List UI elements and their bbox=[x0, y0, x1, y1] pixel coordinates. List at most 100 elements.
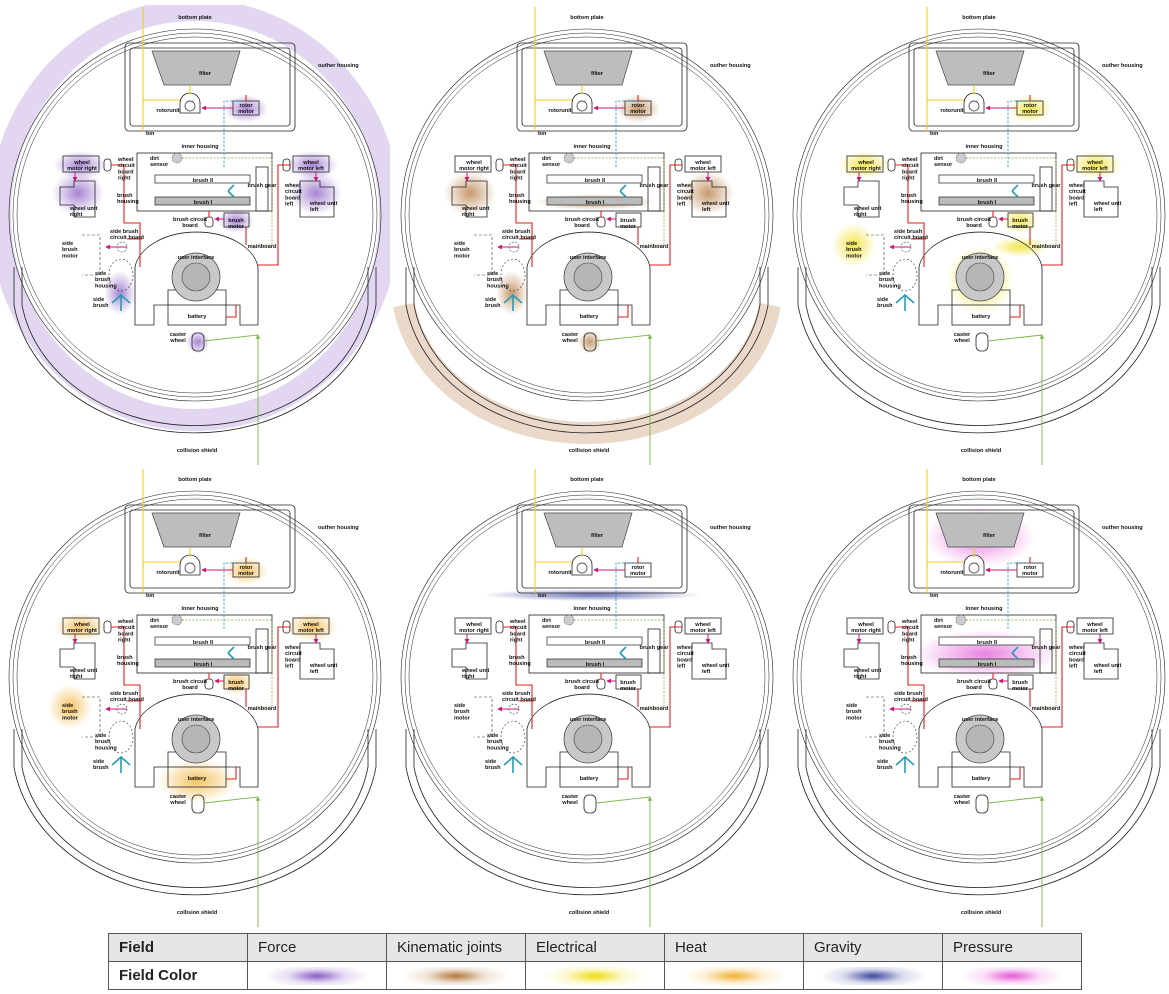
highlight-bin bbox=[482, 589, 702, 601]
side-brush-icon bbox=[503, 755, 523, 773]
label-collision-shield: collision shield bbox=[961, 910, 1002, 916]
label-mainboard: mainboard bbox=[248, 244, 277, 250]
label-rotorunit: rotorunit bbox=[156, 108, 179, 114]
color-swatch-pressure bbox=[953, 966, 1071, 985]
bin-box-inner bbox=[913, 509, 1075, 589]
label-inner-housing: inner housing bbox=[182, 144, 220, 150]
label-user-interface: user interface bbox=[570, 255, 607, 261]
filter-shape bbox=[151, 50, 241, 86]
battery-box bbox=[951, 766, 1011, 788]
label-mainboard: mainboard bbox=[248, 706, 277, 712]
label-collision-shield: collision shield bbox=[177, 448, 218, 454]
label-collision-shield: collision shield bbox=[961, 448, 1002, 454]
wheel-motor-left-box bbox=[684, 617, 722, 635]
brush-rotation-icon bbox=[227, 646, 235, 660]
side-brush-housing-shape bbox=[108, 258, 134, 292]
label-battery: battery bbox=[580, 314, 600, 320]
collision-shield-arc-inner bbox=[21, 267, 369, 426]
wheel-unit-left-shape bbox=[1083, 180, 1119, 218]
label-brush-1: brush I bbox=[586, 662, 605, 668]
collision-shield-arc bbox=[405, 729, 769, 896]
brush-gear-box bbox=[647, 166, 661, 212]
field-legend-table: Field Force Kinematic joints Electrical … bbox=[108, 933, 1082, 990]
brush-rotation-icon bbox=[619, 646, 627, 660]
highlight-wheel-unit-left bbox=[682, 171, 734, 215]
highlight-outer-housing bbox=[0, 5, 390, 431]
wheel-motor-right-box bbox=[62, 155, 100, 173]
label-battery: battery bbox=[972, 776, 992, 782]
main-body-frame bbox=[918, 231, 1043, 326]
label-rotorunit: rotorunit bbox=[548, 570, 571, 576]
bin-box bbox=[124, 42, 296, 132]
dirt-sensor-shape bbox=[563, 152, 575, 164]
highlight-side-brush-motor bbox=[48, 685, 92, 729]
wheel-motor-left-box bbox=[1076, 155, 1114, 173]
outer-housing-ring bbox=[400, 490, 774, 864]
legend-field-kinematic: Kinematic joints bbox=[386, 933, 526, 962]
outer-housing-ring-inner bbox=[12, 494, 378, 860]
label-battery: battery bbox=[188, 776, 208, 782]
outer-housing-ring-core bbox=[800, 36, 1158, 394]
label-collision-shield: collision shield bbox=[569, 910, 610, 916]
label-brush-gear: brush gear bbox=[248, 645, 278, 651]
highlight-battery bbox=[157, 759, 237, 803]
filter-shape bbox=[543, 50, 633, 86]
highlight-side-brush bbox=[496, 271, 528, 315]
wheel-unit-left-shape bbox=[299, 180, 335, 218]
brush-gear-box bbox=[647, 628, 661, 674]
label-brush-2: brush II bbox=[585, 640, 606, 646]
collision-shield-arc-inner bbox=[805, 267, 1153, 426]
filter-shape bbox=[935, 512, 1025, 548]
caster-wheel-shape bbox=[975, 332, 989, 352]
highlight-side-brush-motor bbox=[832, 223, 876, 267]
collision-shield-arc bbox=[797, 729, 1161, 896]
label-filter: filter bbox=[983, 71, 996, 77]
main-body-frame bbox=[526, 231, 651, 326]
brush-ii-shape bbox=[154, 174, 251, 184]
brush-rotation-icon bbox=[619, 184, 627, 198]
brush-gear-box bbox=[1039, 166, 1053, 212]
wheel-motor-right-box bbox=[454, 155, 492, 173]
side-brush-housing-shape bbox=[108, 720, 134, 754]
label-bottom-plate: bottom plate bbox=[962, 477, 996, 483]
highlight-wheel-unit-left bbox=[290, 171, 342, 215]
brush-motor-box bbox=[223, 674, 250, 690]
label-bin: bin bbox=[146, 593, 155, 599]
legend-color-row: Field Color bbox=[108, 961, 1082, 990]
outer-housing-ring-core bbox=[408, 36, 766, 394]
highlight-collision-shield bbox=[393, 303, 781, 444]
label-rotorunit: rotorunit bbox=[940, 108, 963, 114]
